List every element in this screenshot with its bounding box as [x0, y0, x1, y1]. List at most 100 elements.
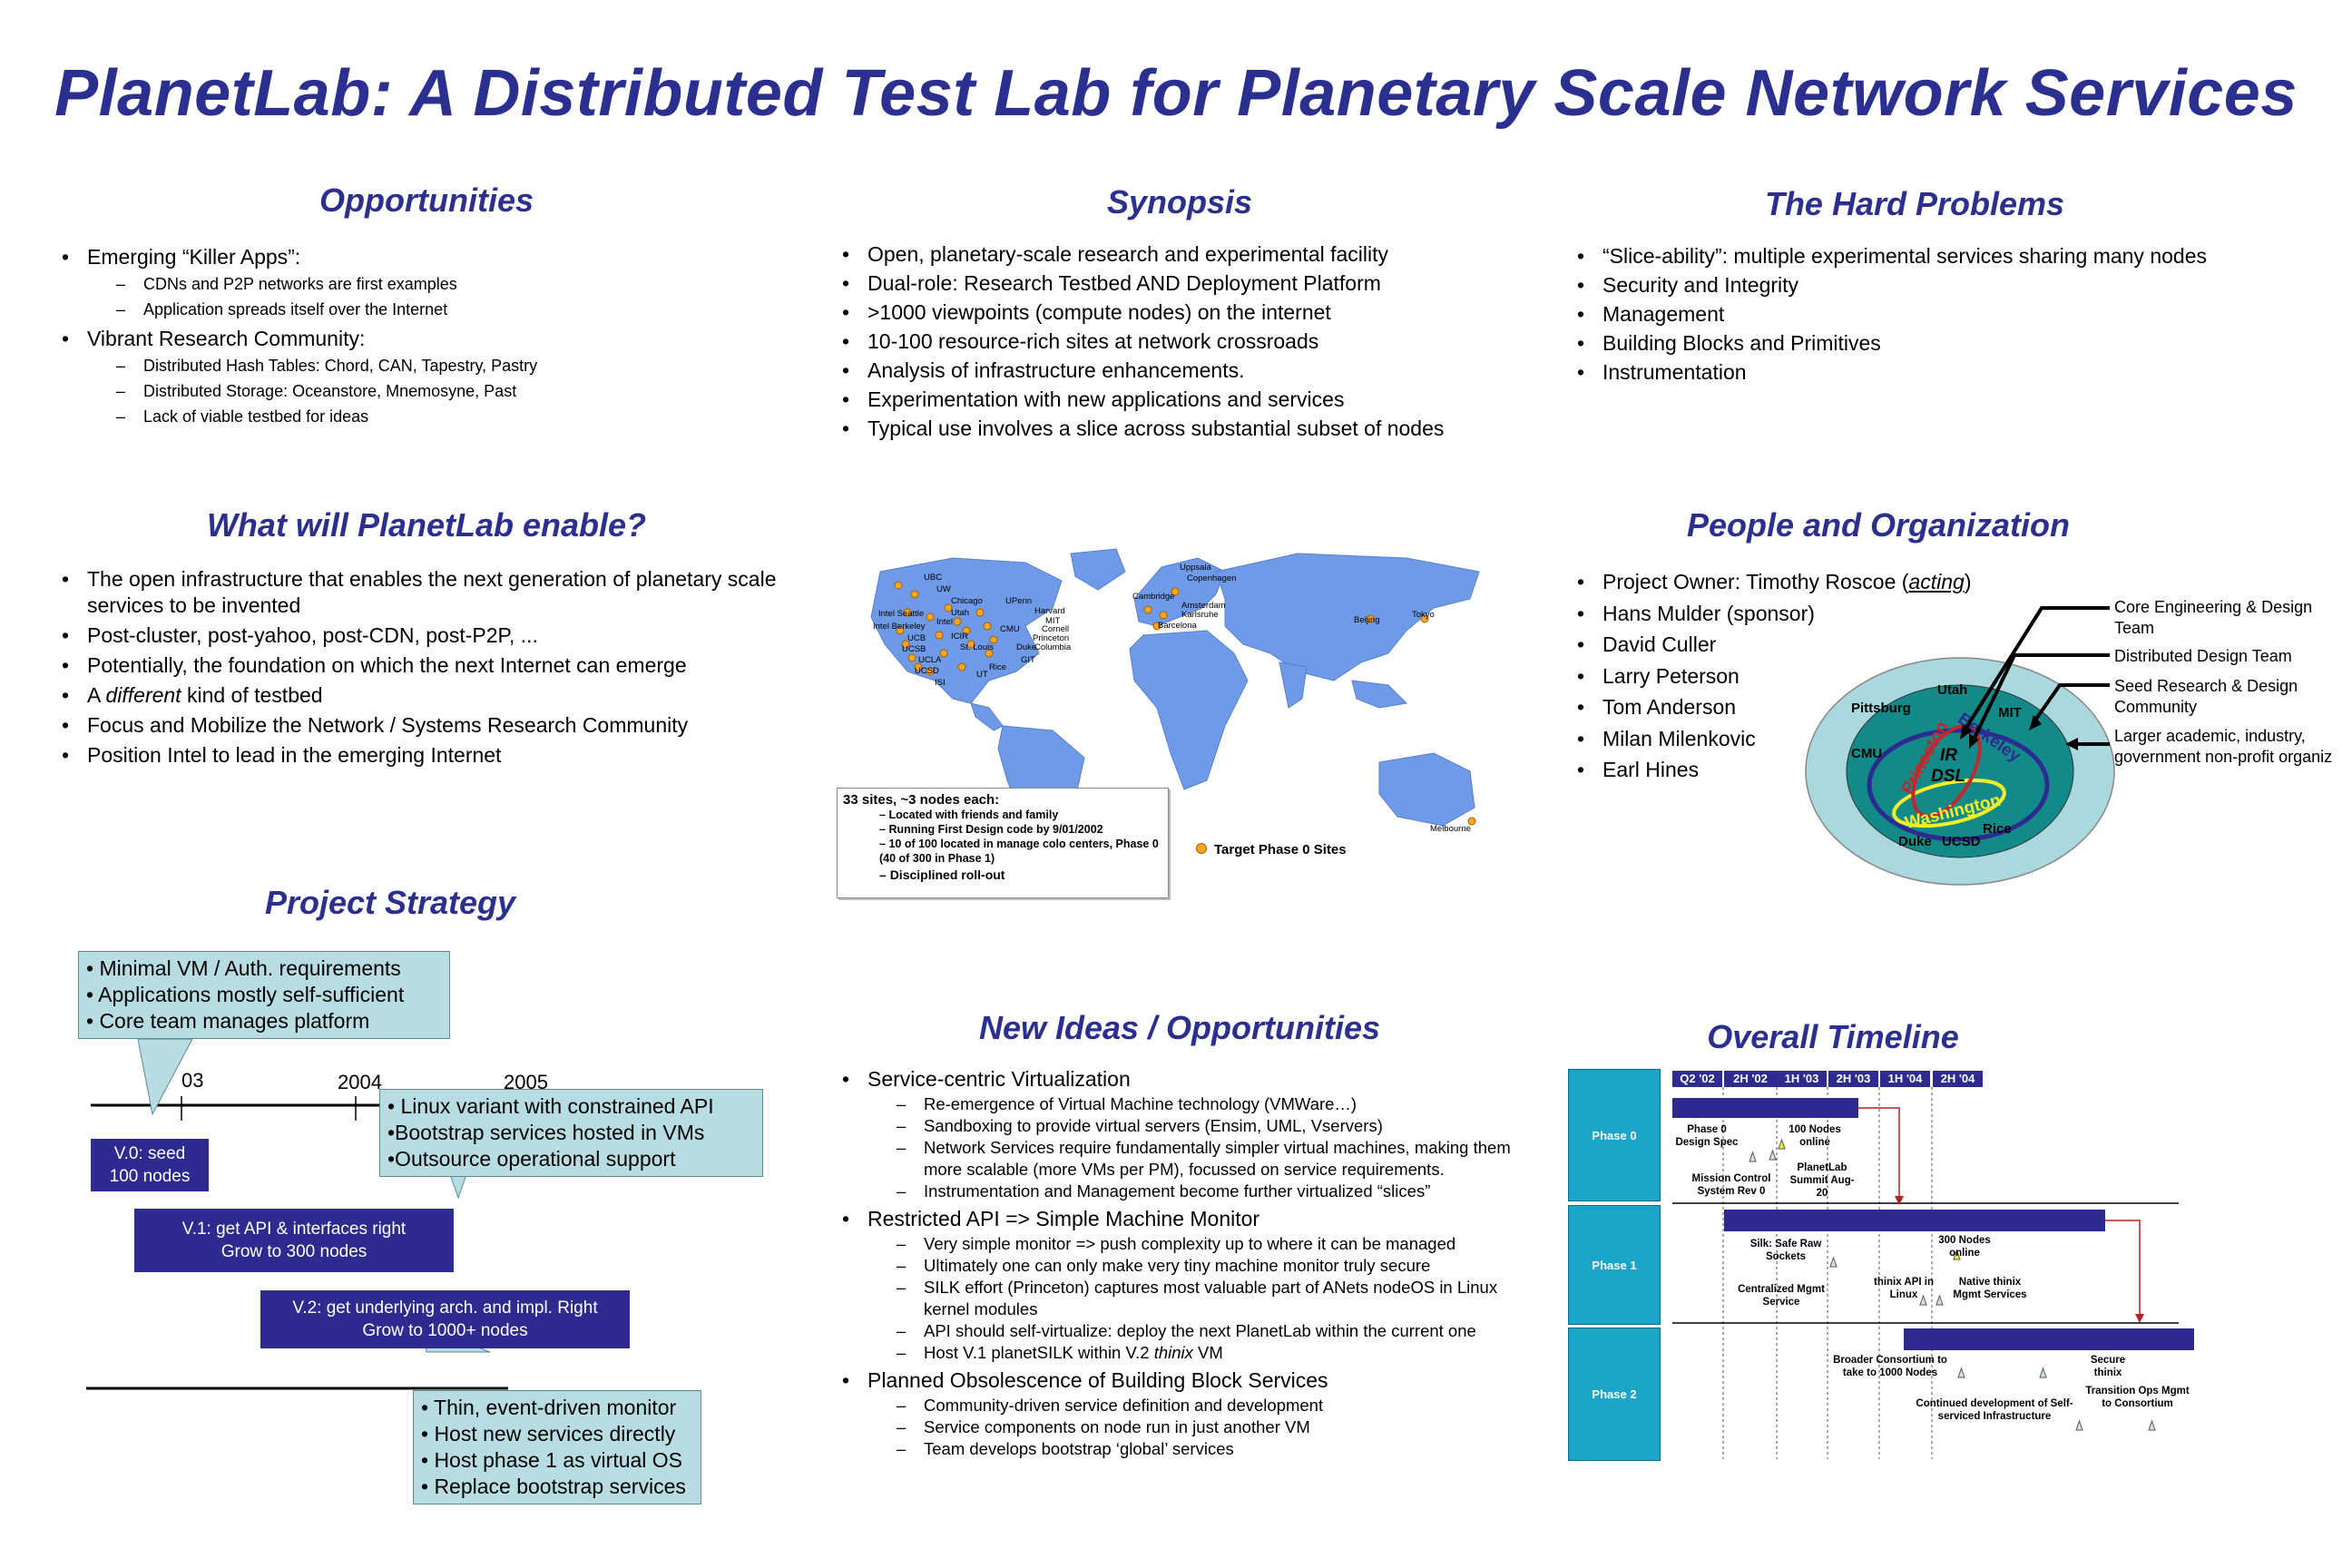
asia-shape: [1215, 553, 1480, 681]
map-label: Columbia: [1034, 642, 1072, 652]
australia-shape: [1378, 752, 1475, 827]
bullet-text: ): [1964, 570, 1972, 593]
v2-line: Grow to 1000+ nodes: [362, 1321, 528, 1340]
strategy-callout-phase1: • Linux variant with constrained API •Bo…: [379, 1089, 763, 1177]
new-ideas-section: Service-centric Virtualization Re-emerge…: [842, 1064, 1532, 1462]
milestone-label: Continued development of Self-serviced I…: [1916, 1398, 2073, 1422]
quarter-header: 2H '04: [1933, 1071, 1983, 1087]
list-item: Focus and Mobilize the Network / Systems…: [62, 712, 788, 739]
sub-item: Distributed Hash Tables: Chord, CAN, Tap…: [87, 353, 806, 378]
diagram-label: UCSD: [1942, 834, 1981, 849]
list-item: Service-centric Virtualization Re-emerge…: [842, 1064, 1532, 1202]
year-label: 03: [181, 1069, 204, 1092]
milestone-label: Phase 0 Design Spec: [1675, 1124, 1739, 1148]
sub-item: Host V.1 planetSILK within V.2 thinix VM: [867, 1342, 1532, 1364]
legend-label: Target Phase 0 Sites: [1214, 842, 1347, 858]
map-info-text: Located with friends and family: [888, 808, 1059, 821]
sub-item: Distributed Storage: Oceanstore, Mnemosy…: [87, 378, 806, 404]
quarter-header: Q2 '02: [1672, 1071, 1722, 1087]
list-item: 10-100 resource-rich sites at network cr…: [842, 327, 1568, 356]
map-label: Rice: [989, 662, 1006, 672]
list-item: Instrumentation: [1577, 358, 2321, 387]
enable-heading: What will PlanetLab enable?: [206, 506, 647, 544]
list-item: Larry Peterson: [1577, 661, 2049, 692]
bullet-text: Emerging “Killer Apps”:: [87, 245, 301, 269]
sub-item: SILK effort (Princeton) captures most va…: [867, 1277, 1532, 1320]
sub-text: Host V.1 planetSILK within V.2: [924, 1343, 1154, 1362]
list-item: Post-cluster, post-yahoo, post-CDN, post…: [62, 622, 788, 649]
v0-line: 100 nodes: [109, 1167, 191, 1186]
legend-dot-icon: [1196, 843, 1207, 854]
world-map-graphic: UBC UW Chicago UPenn Intel Seattle Utah …: [870, 548, 1480, 863]
list-item: Open, planetary-scale research and exper…: [842, 240, 1568, 269]
hard-problems-heading: The Hard Problems: [1764, 185, 2065, 222]
list-item: Typical use involves a slice across subs…: [842, 414, 1568, 443]
quarter-header: 1H '03: [1777, 1071, 1827, 1087]
organization-diagram: Pittsburg Utah MIT CMU IR DSL Princeton …: [1797, 581, 2352, 907]
map-label: Cambridge: [1132, 592, 1174, 602]
milestone-label: Transition Ops Mgmt to Consortium: [2085, 1386, 2190, 1409]
sub-item: Community-driven service definition and …: [867, 1395, 1532, 1416]
diagram-label: MIT: [1998, 705, 2022, 720]
timeline-heading: Overall Timeline: [1707, 1018, 1959, 1055]
enable-section: The open infrastructure that enables the…: [62, 566, 788, 772]
v0-box: V.0: seed 100 nodes: [91, 1139, 209, 1191]
map-legend: Target Phase 0 Sites: [1196, 842, 1347, 858]
org-annotation-distributed: Distributed Design Team: [2114, 647, 2292, 665]
sub-item: Lack of viable testbed for ideas: [87, 404, 806, 429]
map-info-title: 33 sites, ~3 nodes each:: [843, 792, 1000, 808]
sub-item: API should self-virtualize: deploy the n…: [867, 1320, 1532, 1342]
bullet-text: kind of testbed: [181, 683, 323, 707]
list-item: Building Blocks and Primitives: [1577, 328, 2321, 358]
bullet-text: Vibrant Research Community:: [87, 327, 366, 350]
map-label: Utah: [951, 608, 969, 618]
milestone-label: Secure thinix: [2090, 1355, 2126, 1378]
south-asia-shape: [1279, 662, 1308, 709]
callout-line: • Core team manages platform: [86, 1009, 370, 1033]
bullet-text: Position Intel to lead in the emerging I…: [87, 743, 502, 767]
callout-line: • Replace bootstrap services: [421, 1475, 686, 1498]
list-item: Restricted API => Simple Machine Monitor…: [842, 1204, 1532, 1364]
quarter-header: 2H '03: [1828, 1071, 1878, 1087]
synopsis-heading: Synopsis: [1106, 183, 1253, 220]
map-label: Uppsala: [1180, 563, 1212, 573]
list-item: Vibrant Research Community: Distributed …: [62, 324, 806, 429]
poster-title: PlanetLab: A Distributed Test Lab for Pl…: [54, 57, 2298, 130]
sub-item: Service components on node run in just a…: [867, 1416, 1532, 1438]
v1-line: V.1: get API & interfaces right: [181, 1220, 407, 1239]
map-label: Cornell: [1042, 624, 1069, 634]
callout-line: • Applications mostly self-sufficient: [86, 983, 405, 1006]
diagram-label: CMU: [1851, 746, 1882, 761]
list-item: A different kind of testbed: [62, 682, 788, 709]
milestone-label: PlanetLab Summit Aug-20: [1789, 1162, 1855, 1199]
map-label: Karlsruhe: [1181, 610, 1219, 620]
sub-item: Re-emergence of Virtual Machine technolo…: [867, 1093, 1532, 1115]
map-info-item: – Located with friends and family: [879, 808, 1059, 821]
list-item: The open infrastructure that enables the…: [62, 566, 788, 619]
sub-item: CDNs and P2P networks are first examples: [87, 271, 806, 297]
org-annotation-larger: Larger academic, industry, government no…: [2114, 727, 2333, 766]
callout-line: • Host new services directly: [421, 1422, 676, 1446]
map-label: UCSD: [915, 666, 939, 676]
list-item: Tom Anderson: [1577, 691, 2049, 723]
map-label: Amsterdam: [1181, 601, 1226, 611]
bullet-text: The open infrastructure that enables the…: [87, 567, 777, 617]
milestone-label: Native thinix Mgmt Services: [1953, 1277, 2027, 1300]
milestone-label: Mission Control System Rev 0: [1691, 1173, 1771, 1197]
map-label: UCSB: [902, 644, 926, 654]
arrow-core-engineering: [1963, 606, 2110, 732]
callout-line: • Host phase 1 as virtual OS: [421, 1448, 683, 1472]
callout-line: • Minimal VM / Auth. requirements: [86, 956, 401, 980]
map-info-item: – 10 of 100 located in manage colo cente…: [879, 838, 1159, 865]
v0-line: V.0: seed: [113, 1144, 186, 1163]
site-markers: [894, 581, 1476, 826]
diagram-label: Utah: [1937, 682, 1967, 698]
phase-0-label: Phase 0: [1568, 1069, 1661, 1201]
milestone-label: Centralized Mgmt Service: [1738, 1284, 1825, 1308]
year-label: 2004: [338, 1071, 382, 1093]
synopsis-section: Open, planetary-scale research and exper…: [842, 240, 1568, 443]
bullet-text: Potentially, the foundation on which the…: [87, 653, 687, 677]
sub-item: Network Services require fundamentally s…: [867, 1137, 1532, 1181]
world-map: UBC UW Chicago UPenn Intel Seattle Utah …: [844, 544, 1515, 880]
sub-item: Very simple monitor => push complexity u…: [867, 1233, 1532, 1255]
